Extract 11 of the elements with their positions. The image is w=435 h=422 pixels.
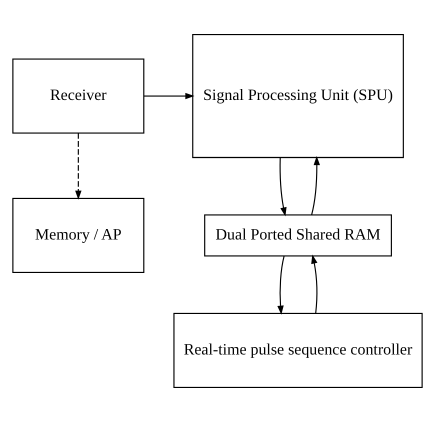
arrow <box>277 256 285 315</box>
node-box: Real-time pulse sequence controller <box>173 312 423 388</box>
node-box: Memory / AP <box>12 198 144 274</box>
arrow <box>280 158 287 216</box>
arrow <box>311 254 318 314</box>
arrow <box>311 156 320 215</box>
node-box: Signal Processing Unit (SPU) <box>192 34 404 158</box>
node-box: Dual Ported Shared RAM <box>204 214 392 257</box>
node-box: Receiver <box>12 58 144 134</box>
arrow <box>144 92 194 100</box>
arrow <box>75 133 82 200</box>
